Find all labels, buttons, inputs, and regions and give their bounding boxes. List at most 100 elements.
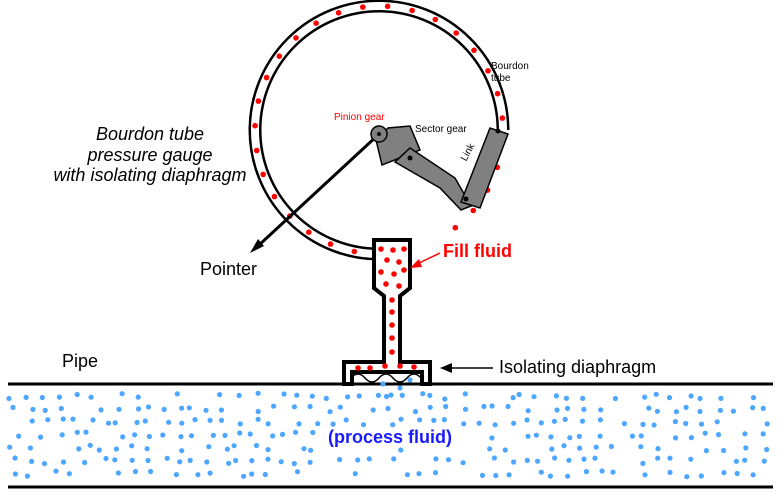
fluid-dot [487,446,493,452]
fluid-dot [655,446,661,452]
title-line-3: with isolating diaphragm [53,165,247,186]
fluid-dot [742,431,748,437]
fluid-dot [411,364,417,370]
fluid-dot [730,408,737,414]
fluid-dot [343,417,349,423]
fluid-dot [721,447,727,454]
fluid-dot [563,395,570,401]
fluid-dot [667,469,673,475]
pointer-arrowhead [250,239,264,253]
fluid-dot [375,392,381,398]
fluid-dot [355,457,361,463]
fluid-dot [443,403,449,410]
fluid-dot [281,391,287,397]
fluid-dot [70,416,76,422]
fluid-dot [684,474,690,480]
fluid-dot [533,432,540,438]
fluid-dot [610,469,616,475]
fluid-dot [135,394,141,400]
fluid-dot [16,433,22,439]
fluid-dot [74,391,80,398]
fluid-dot [188,433,195,439]
fluid-dot [27,445,33,451]
fluid-dot [580,395,586,401]
fluid-dot [218,417,225,423]
fluid-dot [10,404,16,410]
fluid-dot [697,408,703,415]
fluid-dot [103,455,109,462]
fluid-dot [642,472,648,478]
fluid-dot [45,417,51,423]
fluid-dot [733,458,740,464]
link-pivot-bottom [463,196,469,202]
fluid-dot [360,422,367,428]
fluid-dot [260,171,267,178]
fluid-dot [60,416,66,422]
fluid-dot [323,395,329,401]
fluid-dot [651,422,657,428]
fluid-dot [598,407,604,413]
fluid-dot [41,461,48,467]
fluid-dot [335,10,342,16]
fluid-dot [207,470,213,476]
fluid-dot [253,147,260,154]
fluid-dot [7,444,13,450]
fluid-dot [382,363,388,369]
fluid-dot [87,442,93,448]
fluid-dot [391,271,397,277]
fill-fluid-label: Fill fluid [443,241,512,261]
fluid-dot [552,455,558,461]
fluid-dot [389,309,395,315]
fluid-dot [553,393,560,399]
fluid-dot [337,404,343,410]
fluid-dot [399,392,405,398]
fluid-dot [597,417,604,423]
fluid-dot [389,349,395,355]
fluid-dot [672,419,679,425]
fluid-dot [715,432,722,438]
fluid-dot [179,448,185,454]
fluid-dot [583,469,590,475]
fluid-dot [135,406,142,412]
fluid-dot [549,446,555,452]
fluid-dot [420,391,426,397]
fluid-dot [683,420,689,427]
fluid-dot [453,30,460,36]
fluid-dot [476,420,482,426]
fluid-dot [462,406,469,412]
fluid-dot [489,403,495,409]
fluid-dot [397,385,403,391]
fluid-dot [142,418,148,424]
fluid-dot [742,457,748,463]
fluid-dot [433,456,439,462]
fluid-dot [293,35,299,41]
fluid-dot [666,395,673,401]
fluid-dot [231,443,237,449]
fluid-dot [179,420,185,426]
fluid-dot [29,418,35,424]
fluid-dot [531,394,537,400]
fluid-dot [548,434,554,440]
fluid-dot [237,421,243,427]
process-fluid-dots [6,377,770,480]
fluid-dot [301,446,307,452]
fluid-dot [380,381,386,387]
fluid-dot [115,470,121,476]
fluid-dot [105,420,112,426]
fluid-dot [113,446,119,452]
fluid-dot [119,391,125,397]
fluid-dot [310,429,316,436]
fluid-dot [551,418,558,424]
fluid-dot [702,430,708,436]
fluid-dot [249,458,255,464]
fluid-dot [247,431,253,437]
fluid-dot [276,53,283,59]
fluid-dot [384,3,391,10]
fluid-dot [278,459,284,465]
fluid-dot [330,421,336,427]
fluid-dot [192,417,198,423]
fluid-dot [698,473,704,479]
fill-fluid-arrowhead [410,259,422,268]
fluid-dot [96,447,102,453]
